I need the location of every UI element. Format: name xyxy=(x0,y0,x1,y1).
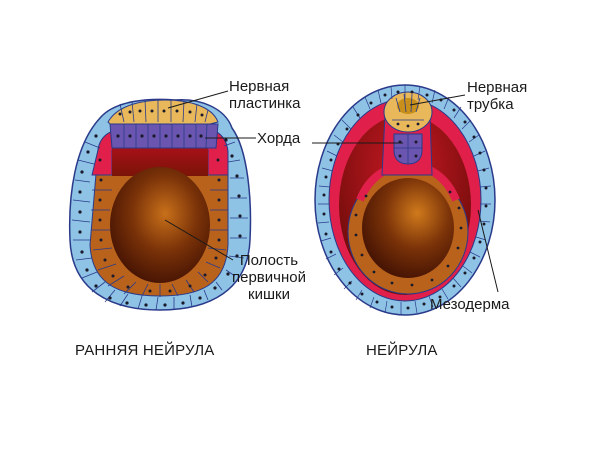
mesoderm-label: Мезодерма xyxy=(430,296,510,313)
neurula-embryo xyxy=(314,84,496,316)
neural-tube-label-line1: Нервная xyxy=(467,79,528,96)
mesoderm-leader xyxy=(477,209,499,293)
neural-plate-label-line1: Нервная xyxy=(229,78,290,95)
chord-label: Хорда xyxy=(257,130,301,147)
neural-plate-leader xyxy=(167,90,229,109)
primary-gut-label-line1: Полость xyxy=(239,252,299,269)
neurula-caption: НЕЙРУЛА xyxy=(366,342,438,359)
primary-gut-cavity xyxy=(110,167,210,283)
neural-tube-label: Нервная трубка xyxy=(467,79,527,113)
primary-gut-label-line3: кишки xyxy=(248,286,290,303)
neural-tube-label-line2: трубка xyxy=(467,96,514,113)
leader-lines xyxy=(164,90,499,293)
gut-cavity-leader xyxy=(164,219,234,261)
chord-left xyxy=(109,123,219,149)
early-neurula-embryo xyxy=(68,98,252,311)
early-neurula-caption: РАННЯЯ НЕЙРУЛА xyxy=(75,342,215,359)
neural-tube-leader xyxy=(409,94,466,106)
neural-plate-label: Нервная пластинка xyxy=(229,78,300,112)
primary-gut-label: Полость первичной кишки xyxy=(232,252,306,303)
neural-plate-label-line2: пластинка xyxy=(229,95,301,112)
primary-gut-cavity xyxy=(362,178,454,278)
primary-gut-label-line2: первичной xyxy=(232,269,306,286)
